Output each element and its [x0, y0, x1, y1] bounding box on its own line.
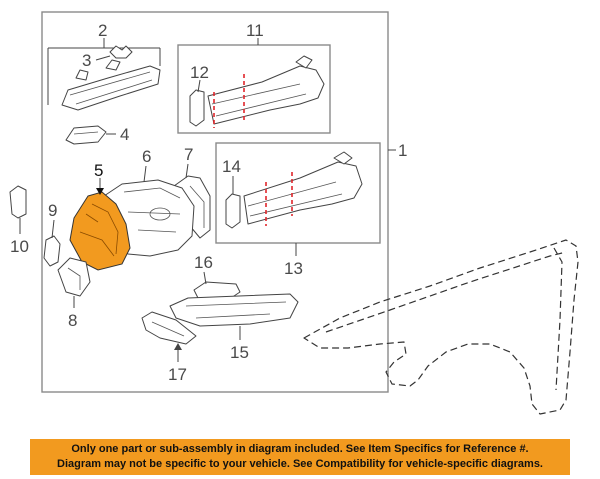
part-9-bracket — [43, 235, 61, 267]
callout-6: 6 — [142, 147, 151, 166]
leader-12 — [197, 79, 201, 93]
part-15-lower-extension — [169, 293, 299, 327]
part-13-lower-rail — [243, 151, 363, 226]
callout-11: 11 — [246, 21, 264, 40]
callout-16: 16 — [194, 253, 213, 272]
callout-3: 3 — [82, 51, 91, 70]
callout-7: 7 — [184, 145, 193, 164]
part-11-upper-rail — [207, 55, 325, 128]
part-8-bracket — [57, 257, 91, 297]
part-12-reinforcement — [189, 89, 205, 127]
callout-5: 5 — [94, 161, 103, 180]
leader-5-arrow — [96, 188, 104, 195]
fender-outline — [303, 239, 579, 415]
callout-12: 12 — [190, 63, 209, 82]
callout-10: 10 — [10, 237, 29, 256]
part-4-bracket — [65, 125, 107, 145]
banner-line-2: Diagram may not be specific to your vehi… — [57, 458, 543, 470]
leader-3 — [95, 55, 111, 61]
leader-7 — [185, 163, 189, 179]
leader-9 — [51, 219, 55, 239]
callout-4: 4 — [120, 125, 129, 144]
part-14-reinforcement — [225, 193, 241, 229]
part-2-upper-bracket — [61, 59, 161, 111]
callout-2: 2 — [98, 21, 107, 40]
part-10-bracket — [9, 185, 27, 219]
leader-17-arrow — [174, 343, 182, 350]
callout-9: 9 — [48, 201, 57, 220]
banner-line-1: Only one part or sub-assembly in diagram… — [71, 443, 529, 455]
banner-background — [30, 439, 570, 475]
leader-16 — [203, 271, 207, 285]
callout-17: 17 — [168, 365, 187, 384]
part-5-apron-highlighted — [69, 191, 131, 271]
part-3-clip — [109, 45, 133, 59]
disclaimer-banner: Only one part or sub-assembly in diagram… — [30, 439, 570, 475]
callout-8: 8 — [68, 311, 77, 330]
assembly-frame — [41, 11, 389, 393]
callout-14: 14 — [222, 157, 241, 176]
part-17-bracket — [141, 311, 197, 345]
subframe-11 — [177, 44, 331, 134]
callout-1: 1 — [398, 141, 407, 160]
subframe-13 — [215, 142, 381, 244]
callout-13: 13 — [284, 259, 303, 278]
leader-6 — [143, 165, 147, 183]
callout-15: 15 — [230, 343, 249, 362]
